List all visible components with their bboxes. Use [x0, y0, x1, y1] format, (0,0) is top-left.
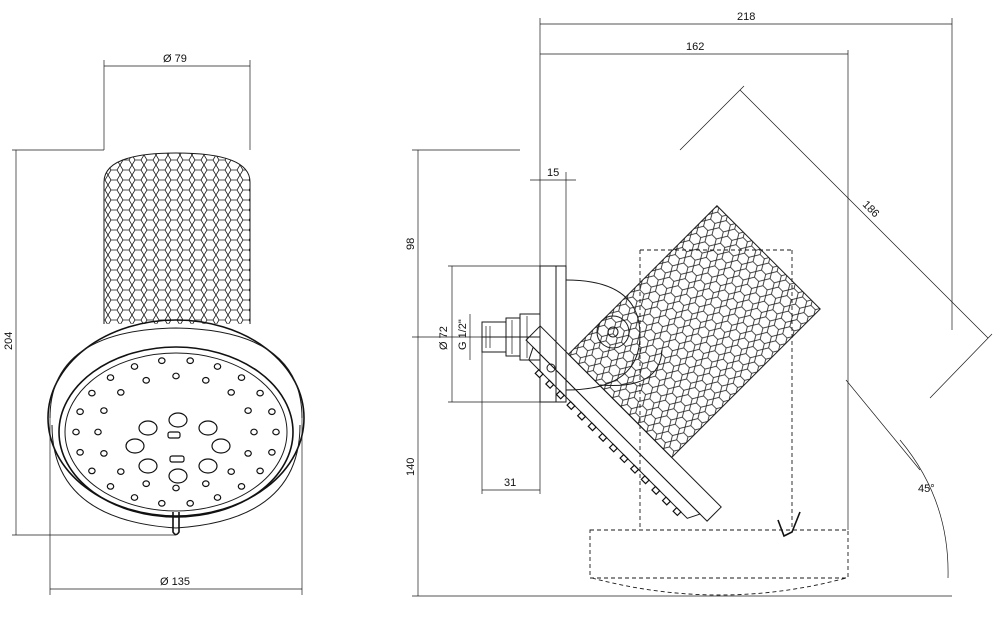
nozzle [213, 363, 222, 370]
phantom-position [589, 249, 849, 596]
nozzle [244, 407, 252, 415]
dim-side-upper-height-label: 98 [405, 238, 417, 250]
side-nozzle [672, 506, 682, 517]
front-shower-face [47, 319, 305, 529]
side-nozzle [661, 496, 672, 506]
dim-side-inlet-depth-label: 31 [504, 477, 516, 489]
nozzle [227, 389, 236, 396]
side-nozzle [608, 443, 619, 453]
nozzle [186, 357, 195, 365]
nozzle [227, 468, 236, 476]
dim-side-total-width-label: 218 [737, 11, 755, 23]
nozzle [256, 389, 264, 397]
side-nozzle [545, 379, 555, 390]
dim-side-head-length-label: 186 [860, 199, 881, 220]
nozzle [244, 450, 252, 457]
nozzle [213, 494, 222, 501]
side-lever [777, 511, 801, 538]
side-nozzles [534, 368, 682, 517]
dim-front-face-diameter-label: Ø 135 [160, 576, 190, 588]
dim-side-lower-height-label: 140 [405, 458, 417, 476]
side-nozzle [640, 475, 650, 485]
nozzle [172, 484, 180, 492]
nozzle [256, 467, 264, 475]
nozzle [100, 407, 108, 415]
side-nozzle [629, 464, 640, 474]
nozzle [117, 389, 125, 396]
nozzle [130, 494, 139, 501]
dim-front-height-label: 204 [3, 332, 15, 350]
side-nozzle [534, 368, 544, 379]
dim-side-flange-diameter: Ø 72 G 1/2" [438, 265, 540, 403]
dim-side-inlet-depth: 31 [481, 352, 541, 494]
nozzle [158, 499, 166, 507]
side-nozzle [566, 400, 576, 411]
dim-side-flange-diameter-label: Ø 72 [438, 326, 450, 350]
dim-side-inlet-offset-label: 15 [547, 167, 559, 179]
nozzle [202, 376, 210, 384]
front-view: Ø 79 204 Ø 135 [3, 53, 305, 595]
nozzle [237, 374, 246, 382]
dim-front-head-diameter-label: Ø 79 [163, 53, 187, 65]
side-nozzle [587, 421, 597, 432]
nozzle [117, 468, 125, 476]
nozzle [76, 448, 84, 456]
nozzle [72, 428, 80, 436]
nozzle [76, 408, 84, 416]
tilted-shower-head [525, 205, 821, 522]
inlet-fitting [481, 313, 541, 361]
front-mesh-cylinder [103, 152, 251, 324]
nozzle [158, 357, 166, 365]
dim-front-height: 204 [3, 149, 176, 536]
side-nozzle [555, 390, 566, 400]
nozzle [186, 499, 195, 507]
nozzle [268, 448, 276, 456]
dim-side-inlet-offset: 15 [530, 167, 576, 266]
side-nozzle [576, 411, 587, 421]
front-nozzles [72, 357, 280, 507]
wall-flange [539, 265, 567, 403]
nozzle [142, 376, 151, 384]
nozzle [142, 480, 151, 488]
dim-front-head-diameter: Ø 79 [103, 53, 251, 150]
front-large-holes [125, 412, 231, 484]
dim-side-tilt-angle: 45° [845, 379, 949, 579]
side-nozzle [651, 485, 661, 496]
nozzle [237, 483, 246, 490]
front-lever [172, 512, 180, 536]
nozzle [94, 428, 102, 436]
dim-side-upper-height: 98 [405, 149, 520, 337]
dim-front-face-diameter: Ø 135 [49, 418, 303, 595]
side-view: 218 162 15 98 Ø 72 G 1/2" [405, 11, 993, 597]
nozzle [202, 480, 210, 488]
dim-side-body-width: 162 [540, 41, 849, 530]
nozzle [172, 372, 180, 380]
nozzle [250, 428, 258, 436]
nozzle [268, 408, 276, 416]
side-nozzle [619, 453, 629, 464]
nozzle [130, 363, 139, 370]
nozzle [88, 389, 96, 397]
nozzle [106, 483, 115, 490]
nozzle [100, 450, 108, 457]
dim-side-body-width-label: 162 [686, 41, 704, 53]
nozzle [88, 467, 96, 475]
side-nozzle [598, 432, 608, 443]
dim-side-thread-label: G 1/2" [457, 319, 469, 350]
nozzle [272, 428, 280, 436]
dim-side-lower-height: 140 [405, 336, 952, 597]
dim-side-total-width: 218 [539, 11, 953, 330]
nozzle [106, 374, 115, 382]
dim-side-tilt-angle-label: 45° [918, 483, 935, 495]
